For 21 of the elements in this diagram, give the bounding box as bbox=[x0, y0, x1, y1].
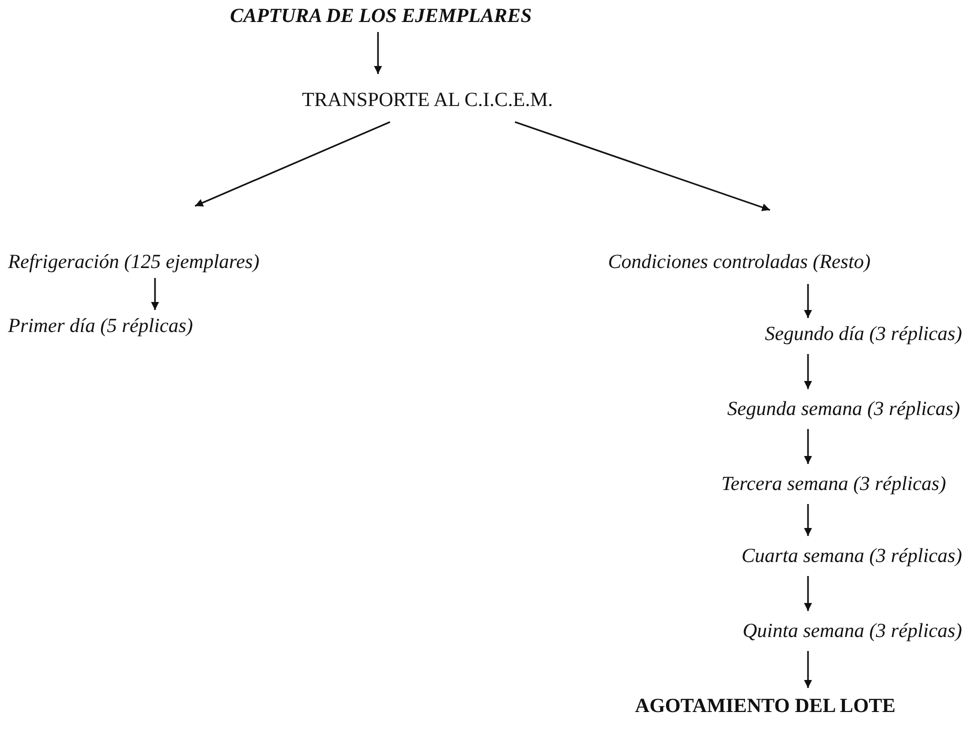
arrow bbox=[514, 121, 770, 212]
step-text: TRANSPORTE AL C.I.C.E.M. bbox=[300, 88, 555, 112]
arrow bbox=[151, 278, 159, 310]
step-text: Condiciones controladas (Resto) bbox=[606, 250, 873, 274]
arrow bbox=[804, 429, 812, 464]
arrow bbox=[374, 32, 382, 74]
arrow bbox=[804, 651, 812, 688]
step-text: Tercera semana (3 réplicas) bbox=[719, 472, 948, 496]
step-text: AGOTAMIENTO DEL LOTE bbox=[633, 694, 898, 718]
arrow bbox=[804, 576, 812, 611]
step-text: Cuarta semana (3 réplicas) bbox=[739, 544, 964, 568]
arrow bbox=[804, 504, 812, 536]
arrow bbox=[804, 354, 812, 389]
step-text: Segunda semana (3 réplicas) bbox=[725, 397, 962, 421]
arrow bbox=[194, 121, 390, 207]
arrow bbox=[804, 284, 812, 318]
step-text: Segundo día (3 réplicas) bbox=[762, 322, 964, 346]
step-text: CAPTURA DE LOS EJEMPLARES bbox=[228, 4, 534, 28]
step-text: Refrigeración (125 ejemplares) bbox=[6, 250, 262, 274]
step-text: Quinta semana (3 réplicas) bbox=[740, 619, 964, 643]
step-text: Primer día (5 réplicas) bbox=[6, 314, 195, 338]
